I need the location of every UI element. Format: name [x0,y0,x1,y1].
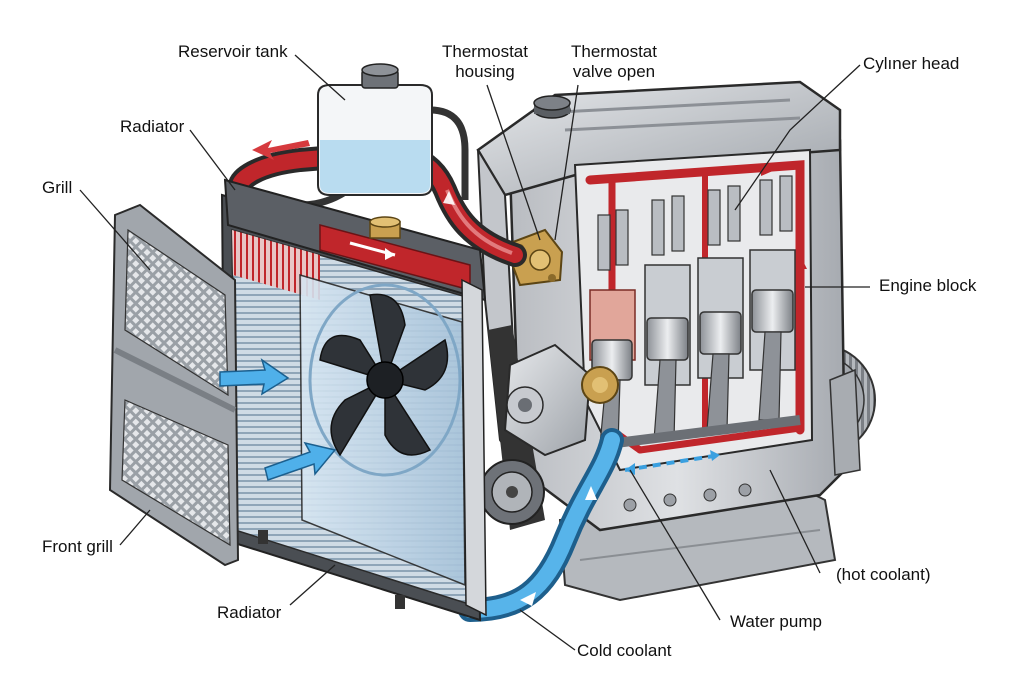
piston-2 [644,264,691,441]
label-thermostat-housing-line1: Thermostat [442,42,528,61]
label-radiator-top: Radiator [120,117,185,136]
label-reservoir-tank: Reservoir tank [178,42,288,61]
label-engine-block: Engine block [879,276,977,295]
grill-mesh-lower [121,399,231,547]
label-hot-coolant: (hot coolant) [836,565,931,584]
water-pump [503,343,619,457]
label-thermostat-valve-open: Thermostat valve open [571,42,657,82]
valve-train [597,175,793,271]
leader-lines [79,54,870,651]
label-front-grill: Front grill [42,537,113,556]
cooling-fan [308,283,462,477]
piston-3 [697,257,744,431]
piston-4 [749,249,796,421]
flow-arrow-to-reservoir [252,140,310,160]
label-thermostat-valve-line2: valve open [572,62,656,81]
radiator-cap [369,216,401,239]
label-grill: Grill [42,178,73,197]
label-radiator-bottom: Radiator [217,603,282,622]
airflow-arrows [219,358,337,481]
label-cylinder-head: Cylıner head [863,54,960,73]
radiator [220,178,487,622]
crankshaft [599,415,801,450]
engine [476,80,876,602]
label-water-pump: Water pump [730,612,822,631]
cylinders [589,249,796,446]
label-thermostat-valve-line1: Thermostat [571,42,657,61]
thermostat-housing [503,228,564,287]
label-cold-coolant: Cold coolant [577,641,672,660]
grill-mesh-upper [124,228,229,397]
label-thermostat-housing: Thermostat housing [442,42,528,82]
label-thermostat-housing-line2: housing [455,62,515,81]
reservoir-tank [317,63,433,196]
front-grill [108,203,240,567]
